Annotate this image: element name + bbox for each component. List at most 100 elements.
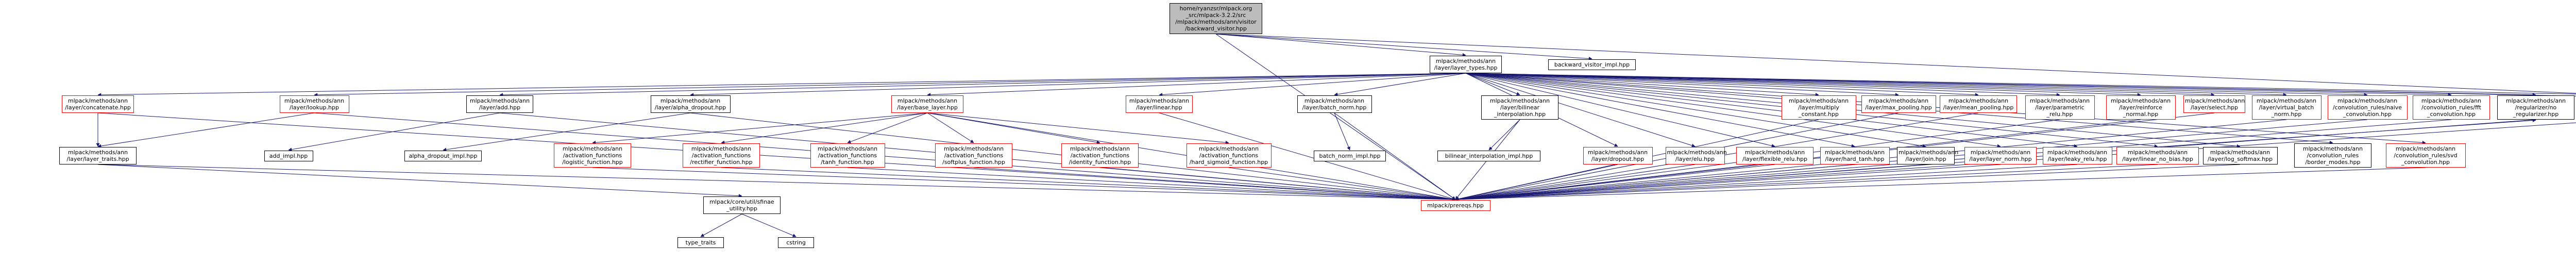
- edge-layer_types-batch_norm: [1334, 73, 1466, 96]
- node-label-line: mlpack/methods/ann: [2337, 97, 2398, 104]
- node-label-line: mlpack/methods/ann: [1744, 149, 1805, 156]
- graph-node-layer_traits[interactable]: mlpack/methods/ann/layer/layer_traits.hp…: [59, 147, 137, 164]
- graph-node-bilinear_interpolation[interactable]: mlpack/methods/ann/layer/bilinear_interp…: [1481, 95, 1558, 120]
- graph-node-select[interactable]: mlpack/methods/ann/layer/select.hpp: [2183, 95, 2245, 113]
- edge-flexible_relu-prereqs: [1455, 164, 1775, 201]
- node-label-line: mlpack/methods/ann: [2047, 149, 2108, 156]
- graph-node-fft_convolution[interactable]: mlpack/methods/ann/convolution_rules/fft…: [2413, 95, 2490, 120]
- node-label-line: mlpack/methods/ann: [1788, 97, 1849, 104]
- node-label-line: /hard_sigmoid_function.hpp: [1189, 159, 1268, 166]
- graph-node-alpha_dropout[interactable]: mlpack/methods/ann/layer/alpha_dropout.h…: [650, 95, 731, 113]
- graph-node-svd_convolution[interactable]: mlpack/methods/ann/convolution_rules/svd…: [2385, 143, 2466, 168]
- node-label-line: mlpack/core/util/sfinae: [709, 199, 774, 205]
- edge-add-add_impl: [288, 112, 500, 152]
- node-label-line: /layer/log_softmax.hpp: [2207, 156, 2273, 162]
- graph-node-hard_tanh[interactable]: mlpack/methods/ann/layer/hard_tanh.hpp: [1820, 147, 1890, 164]
- edge-layer_types-mean_pooling: [1465, 73, 1979, 97]
- node-label-line: mlpack/methods/ann: [67, 149, 128, 156]
- node-label-line: /activation_functions: [1199, 152, 1259, 159]
- graph-node-join[interactable]: mlpack/methods/ann/layer/join.hpp: [1897, 147, 1958, 164]
- node-label-line: /convolution_rules/fft: [2421, 104, 2481, 111]
- edge-base_layer-identity_function: [927, 112, 1100, 144]
- graph-node-mean_pooling[interactable]: mlpack/methods/ann/layer/mean_pooling.hp…: [1940, 95, 2017, 113]
- graph-node-reinforce_normal[interactable]: mlpack/methods/ann/layer/reinforce_norma…: [2106, 95, 2176, 120]
- node-label-line: mlpack/methods/ann: [67, 97, 128, 104]
- node-label-line: /layer/hard_tanh.hpp: [1825, 156, 1885, 162]
- node-label-line: /logistic_function.hpp: [562, 159, 623, 166]
- node-label-line: /activation_functions: [691, 152, 751, 159]
- node-label-line: _utility.hpp: [726, 205, 757, 212]
- graph-node-tanh_function[interactable]: mlpack/methods/ann/activation_functions/…: [810, 143, 885, 168]
- graph-node-sfinae_utility[interactable]: mlpack/core/util/sfinae_utility.hpp: [703, 196, 781, 214]
- graph-node-hard_sigmoid_function[interactable]: mlpack/methods/ann/activation_functions/…: [1186, 143, 1272, 168]
- graph-node-alpha_dropout_impl[interactable]: alpha_dropout_impl.hpp: [404, 151, 482, 161]
- node-label-line: /layer/layer_norm.hpp: [1969, 156, 2032, 162]
- node-label-line: /layer/layer_traits.hpp: [66, 156, 129, 162]
- node-label-line: mlpack/methods/ann: [2302, 145, 2363, 152]
- node-label-line: /activation_functions: [944, 152, 1004, 159]
- edge-base_layer-rectifier_function: [721, 112, 928, 144]
- graph-node-elu[interactable]: mlpack/methods/ann/layer/elu.hpp: [1665, 147, 1727, 164]
- edge-root-layer_types: [1215, 34, 1466, 57]
- edge-base_layer-hard_sigmoid_function: [927, 112, 1229, 144]
- edge-root-boost_variant: [1215, 34, 2576, 94]
- node-label-line: /layer/batch_norm.hpp: [1302, 104, 1367, 111]
- node-label-line: /mlpack/methods/ann/visitor: [1175, 19, 1257, 25]
- node-label-line: /layer/alpha_dropout.hpp: [654, 104, 726, 111]
- graph-node-dropout[interactable]: mlpack/methods/ann/layer/dropout.hpp: [1583, 147, 1653, 164]
- graph-node-batch_norm[interactable]: mlpack/methods/ann/layer/batch_norm.hpp: [1297, 95, 1372, 113]
- node-label-line: mlpack/methods/ann: [2395, 145, 2456, 152]
- edge-base_layer-softplus_function: [927, 112, 974, 143]
- graph-node-max_pooling[interactable]: mlpack/methods/ann/layer/max_pooling.hpp: [1861, 95, 1936, 113]
- node-label-line: /layer/leaky_relu.hpp: [2047, 156, 2107, 162]
- edge-logistic_function-prereqs: [592, 167, 1456, 202]
- node-label-line: mlpack/methods/ann: [1824, 149, 1885, 156]
- node-label-line: _constant.hpp: [1799, 111, 1839, 118]
- graph-node-softplus_function[interactable]: mlpack/methods/ann/activation_functions/…: [935, 143, 1012, 168]
- node-label-line: /layer/join.hpp: [1905, 156, 1946, 162]
- edge-root-backward_visitor_impl: [1215, 34, 1592, 61]
- edge-root-prereqs: [1215, 34, 1456, 200]
- graph-node-lookup[interactable]: mlpack/methods/ann/layer/lookup.hpp: [279, 95, 349, 113]
- node-label-line: mlpack/methods/ann: [943, 145, 1004, 152]
- graph-node-concatenate[interactable]: mlpack/methods/ann/layer/concatenate.hpp: [62, 95, 134, 113]
- graph-node-virtual_batch_norm[interactable]: mlpack/methods/ann/layer/virtual_batch_n…: [2251, 95, 2321, 120]
- graph-node-log_softmax[interactable]: mlpack/methods/ann/layer/log_softmax.hpp: [2202, 147, 2278, 164]
- node-label-line: /softplus_function.hpp: [942, 159, 1005, 166]
- graph-node-linear[interactable]: mlpack/methods/ann/layer/linear.hpp: [1126, 95, 1193, 113]
- graph-node-linear_no_bias[interactable]: mlpack/methods/ann/layer/linear_no_bias.…: [2116, 147, 2199, 164]
- edge-layer_types-lookup: [314, 73, 1466, 97]
- graph-node-leaky_relu[interactable]: mlpack/methods/ann/layer/leaky_relu.hpp: [2042, 147, 2112, 164]
- graph-node-parametric_relu[interactable]: mlpack/methods/ann/layer/parametric_relu…: [2025, 95, 2095, 120]
- graph-node-bilinear_interpolation_impl[interactable]: bilinear_interpolation_impl.hpp: [1437, 151, 1540, 161]
- graph-node-layer_norm[interactable]: mlpack/methods/ann/layer/layer_norm.hpp: [1964, 147, 2037, 164]
- graph-node-multiply_constant[interactable]: mlpack/methods/ann/layer/multiply_consta…: [1781, 95, 1856, 120]
- graph-node-backward_visitor_impl[interactable]: backward_visitor_impl.hpp: [1548, 59, 1636, 70]
- edge-batch_norm-batch_norm_impl: [1334, 112, 1350, 151]
- edge-dropout-prereqs: [1455, 164, 1618, 201]
- graph-node-naive_convolution[interactable]: mlpack/methods/ann/convolution_rules/nai…: [2327, 95, 2408, 120]
- graph-node-add[interactable]: mlpack/methods/ann/layer/add.hpp: [466, 95, 533, 113]
- graph-node-base_layer[interactable]: mlpack/methods/ann/layer/base_layer.hpp: [891, 95, 963, 113]
- graph-node-border_modes[interactable]: mlpack/methods/ann/convolution_rules/bor…: [2294, 143, 2371, 168]
- graph-node-batch_norm_impl[interactable]: batch_norm_impl.hpp: [1314, 151, 1386, 161]
- graph-node-add_impl[interactable]: add_impl.hpp: [264, 151, 313, 161]
- edge-batch_norm-prereqs: [1334, 112, 1456, 200]
- edge-layer_types-naive_convolution: [1465, 73, 2368, 97]
- node-label-line: mlpack/methods/ann: [1198, 145, 1259, 152]
- graph-node-identity_function[interactable]: mlpack/methods/ann/activation_functions/…: [1061, 143, 1139, 168]
- graph-node-layer_types[interactable]: mlpack/methods/ann/layer/layer_types.hpp: [1430, 56, 1502, 73]
- node-label-line: mlpack/methods/ann: [897, 97, 958, 104]
- graph-node-rectifier_function[interactable]: mlpack/methods/ann/activation_functions/…: [683, 143, 760, 168]
- node-label-line: /layer/elu.hpp: [1675, 156, 1715, 162]
- graph-node-flexible_relu[interactable]: mlpack/methods/ann/layer/flexible_relu.h…: [1736, 147, 1814, 164]
- edge-base_layer-tanh_function: [847, 112, 928, 144]
- node-label-line: mlpack/methods/ann: [1129, 97, 1190, 104]
- graph-node-logistic_function[interactable]: mlpack/methods/ann/activation_functions/…: [554, 143, 631, 168]
- node-label-line: _normal.hpp: [2123, 111, 2159, 118]
- graph-node-no_regularizer[interactable]: mlpack/methods/ann/regularizer/no_regula…: [2497, 95, 2574, 120]
- edge-tanh_function-prereqs: [847, 167, 1456, 202]
- edge-layer_types-add: [499, 73, 1466, 97]
- graph-node-prereqs[interactable]: mlpack/prereqs.hpp: [1420, 200, 1490, 211]
